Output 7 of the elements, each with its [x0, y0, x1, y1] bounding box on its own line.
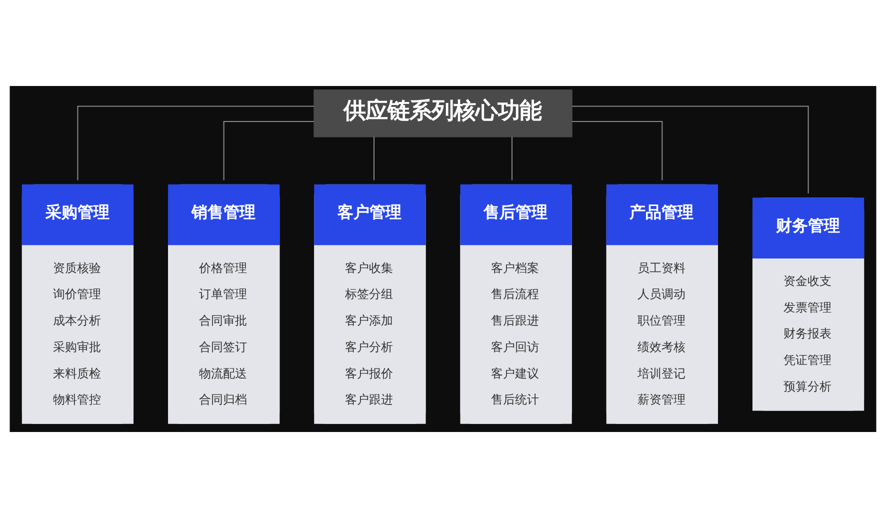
node-box: 供应链系列核心功能 — [313, 90, 572, 138]
connector — [222, 121, 314, 180]
connector — [510, 136, 512, 180]
connector — [572, 106, 808, 194]
connector — [572, 121, 662, 180]
connector — [76, 106, 314, 180]
connector — [373, 136, 374, 180]
